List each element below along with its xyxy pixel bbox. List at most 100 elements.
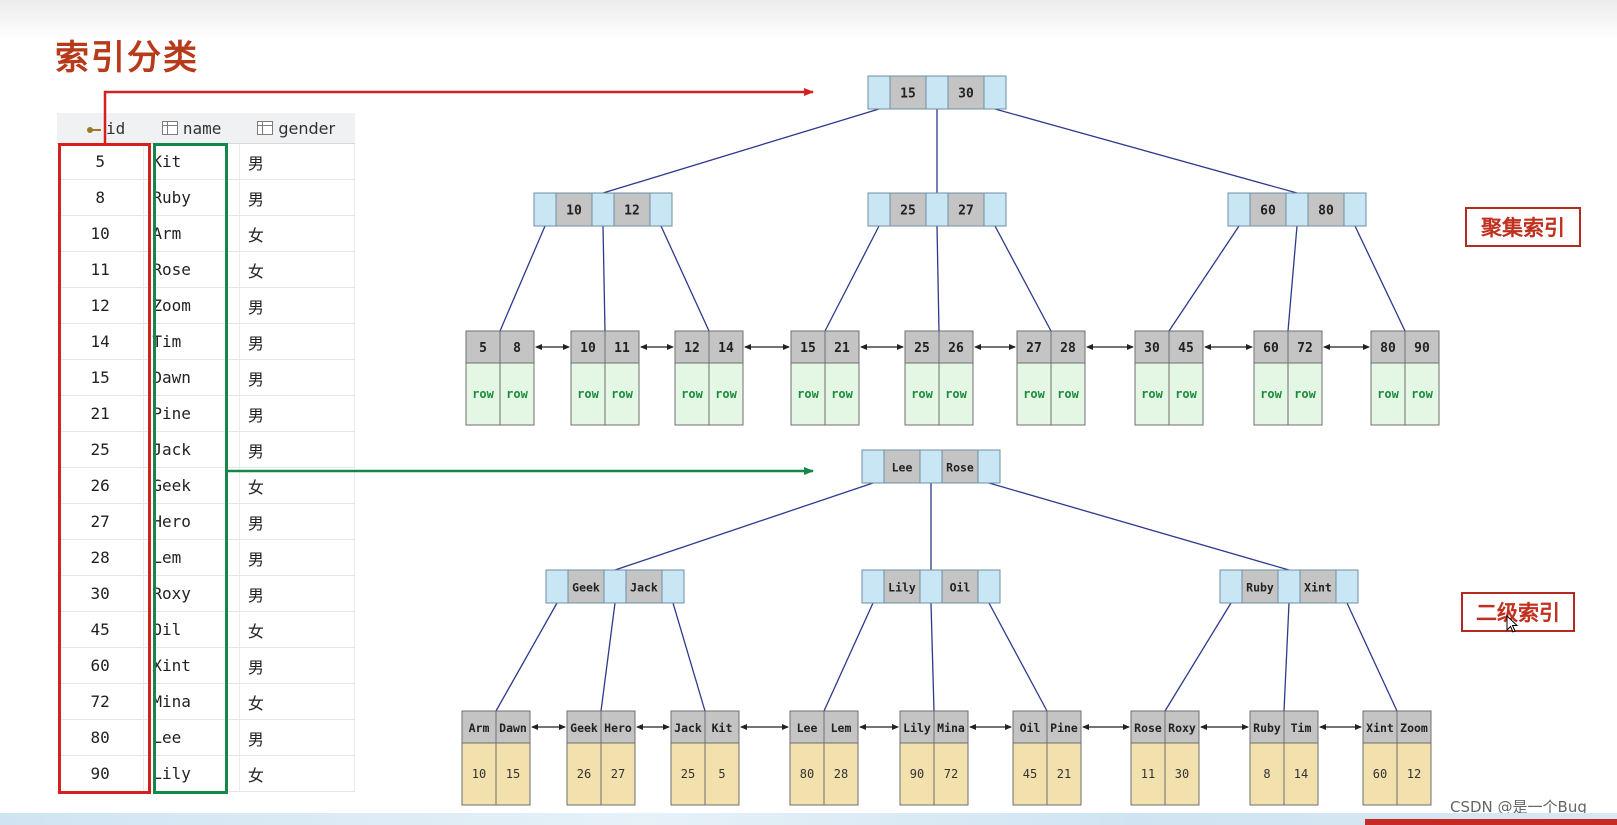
cell-id: 12 [57,287,145,324]
leaf-key-label: Jack [674,721,702,735]
leaf-key-cell [604,330,640,364]
tree-edge [499,225,546,332]
cell-gender: 男 [239,323,356,360]
leaf-key-cell [899,710,935,744]
leaf-key-label: Hero [604,721,632,735]
leaf-key-cell [600,710,636,744]
cell-id: 27 [57,503,145,540]
leaf-payload-label: row [1294,387,1316,401]
leaf-payload-label: 21 [1057,767,1071,781]
cell-id: 60 [57,647,145,684]
key-cell [883,449,921,484]
key-cell [889,75,927,110]
column-header-id[interactable]: id [57,113,144,144]
pointer-cell [983,192,1007,227]
leaf-payload-label: 12 [1407,767,1421,781]
cell-id: 90 [57,755,145,792]
column-header-gender[interactable]: gender [239,113,355,144]
cell-id: 30 [57,575,145,612]
column-header-name-label: name [182,118,222,138]
leaf-key-cell [1046,710,1082,744]
cell-gender: 男 [239,287,356,324]
leaf-key-label: Dawn [499,721,527,735]
column-header-gender-label: gender [278,118,336,138]
bottom-decoration [0,813,1617,825]
leaf-key-label: 5 [479,341,487,356]
column-icon [161,121,178,135]
leaf-payload-cell [789,742,825,806]
header-background [0,0,1617,40]
leaf-payload-cell [566,742,602,806]
leaf-key-label: 25 [914,341,930,356]
pointer-cell [925,192,949,227]
leaf-key-cell [1283,710,1319,744]
table-header-row: id name gender [57,113,355,144]
leaf-payload-cell [1016,362,1052,426]
leaf-payload-label: 28 [834,767,848,781]
cell-gender: 男 [239,575,356,612]
leaf-key-cell [1164,710,1200,744]
leaf-payload-label: 10 [472,767,486,781]
key-label: 12 [624,204,640,219]
leaf-payload-cell [790,362,826,426]
leaf-payload-cell [899,742,935,806]
tree-edge [672,602,706,712]
cell-id: 28 [57,539,145,576]
cell-gender: 男 [239,395,356,432]
leaf-key-label: 60 [1263,341,1279,356]
leaf-key-cell [1168,330,1204,364]
leaf-key-label: Arm [469,721,490,735]
cell-id: 80 [57,719,145,756]
cell-name: Zoom [143,287,240,324]
leaf-payload-label: 80 [800,767,814,781]
leaf-payload-label: 25 [681,767,695,781]
leaf-payload-cell [1404,362,1440,426]
column-header-name[interactable]: name [143,113,240,144]
leaf-key-label: Lily [903,721,931,735]
cell-name: Hero [143,503,240,540]
leaf-payload-label: 5 [718,767,725,781]
cell-gender: 男 [239,647,356,684]
tree-edge [495,602,558,712]
key-cell [1299,569,1337,604]
leaf-key-label: 80 [1380,341,1396,356]
secondary-index-label: 二级索引 [1461,592,1575,632]
leaf-key-cell [704,710,740,744]
leaf-payload-label: row [611,387,633,401]
leaf-key-label: Lem [831,721,852,735]
pointer-cell [661,569,685,604]
pointer-cell [1219,569,1243,604]
leaf-payload-label: row [1023,387,1045,401]
cell-gender: 女 [239,611,356,648]
leaf-payload-label: row [472,387,494,401]
cell-id: 5 [57,143,145,180]
clustered-pointer-arrow [103,88,814,143]
mouse-cursor-icon [1506,615,1518,633]
leaf-key-label: 27 [1026,341,1042,356]
tree-edge [988,482,1290,571]
key-cell [1241,569,1279,604]
key-label: Lily [888,581,916,595]
